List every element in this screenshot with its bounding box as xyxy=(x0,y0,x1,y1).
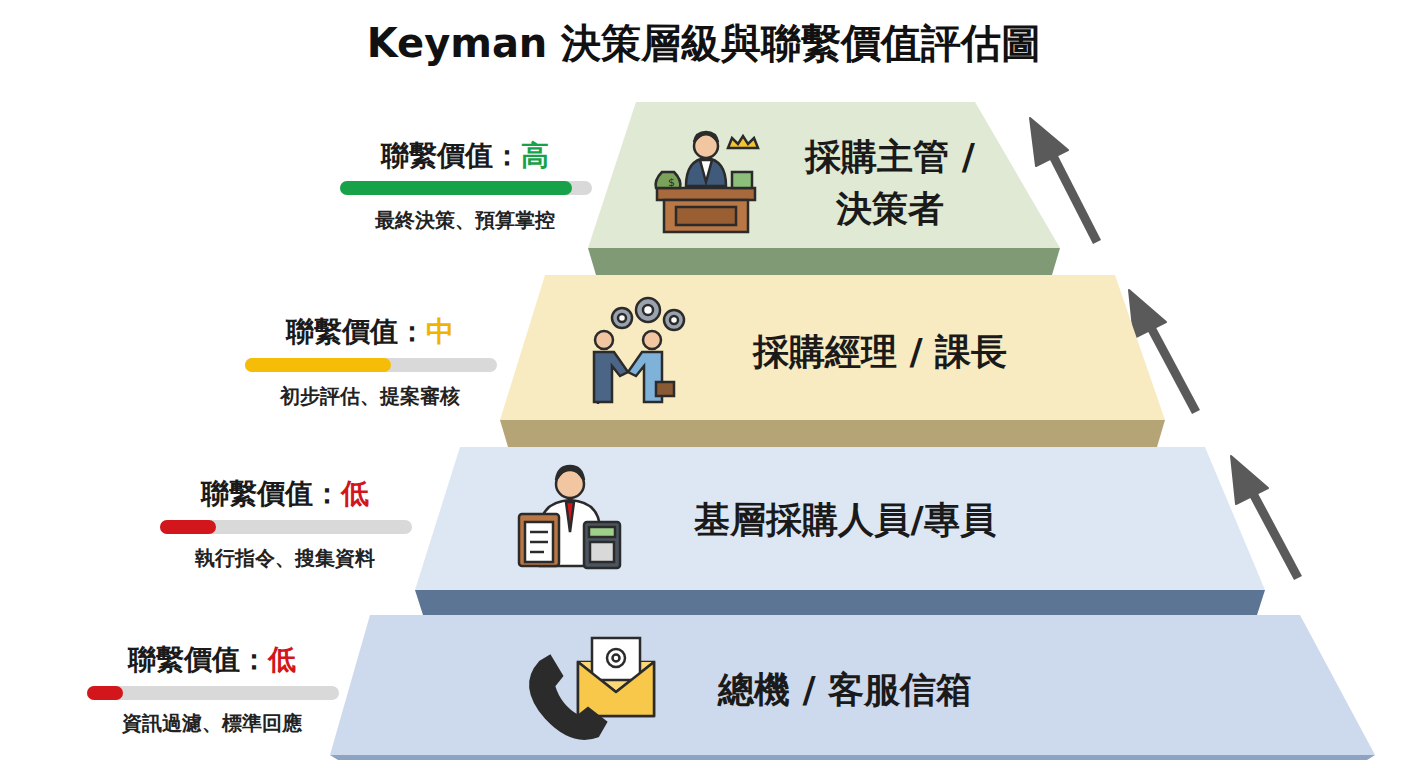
value-caption: 聯繫價值： xyxy=(128,643,268,676)
value-level: 低 xyxy=(268,643,296,676)
value-description: 執行指令、搜集資料 xyxy=(195,545,375,572)
band-face xyxy=(415,447,1265,590)
band-label: 採購經理 / 課長 xyxy=(670,326,1090,378)
svg-text:$: $ xyxy=(668,176,675,189)
value-heading: 聯繫價值：中 xyxy=(286,313,454,351)
value-level: 低 xyxy=(341,477,369,510)
value-heading: 聯繫價值：低 xyxy=(128,641,296,679)
value-caption: 聯繫價值： xyxy=(201,477,341,510)
value-heading: 聯繫價值：低 xyxy=(201,475,369,513)
band-shape xyxy=(588,102,1060,275)
value-level: 中 xyxy=(426,315,454,348)
band-edge xyxy=(415,590,1265,615)
value-level: 高 xyxy=(521,139,549,172)
value-description: 資訊過濾、標準回應 xyxy=(122,710,302,737)
band-label: 採購主管 / 決策者 xyxy=(790,131,990,235)
diagram-title: Keyman 決策層級與聯繫價值評估圖 xyxy=(0,16,1408,71)
band-face xyxy=(330,615,1375,755)
contact-icon xyxy=(530,638,654,739)
pyramid-band: 採購主管 / 決策者 xyxy=(588,102,1060,275)
band-edge xyxy=(500,420,1165,447)
pyramid-band: 採購經理 / 課長 xyxy=(500,275,1165,447)
band-edge xyxy=(588,248,1060,275)
band-face xyxy=(588,102,1060,248)
value-heading: 聯繫價值：高 xyxy=(381,137,549,175)
value-caption: 聯繫價值： xyxy=(381,139,521,172)
value-description: 最終決策、預算掌控 xyxy=(375,207,555,234)
band-label: 基層採購人員/專員 xyxy=(585,494,1105,546)
value-caption: 聯繫價值： xyxy=(286,315,426,348)
band-edge xyxy=(330,755,1375,760)
clerk-icon xyxy=(519,466,620,568)
band-face xyxy=(500,275,1165,420)
pyramid-band: 基層採購人員/專員 xyxy=(415,447,1265,615)
handshake-icon xyxy=(594,298,684,404)
band-label: 總機 / 客服信箱 xyxy=(585,664,1105,716)
executive-icon: $ xyxy=(656,132,758,232)
value-description: 初步評估、提案審核 xyxy=(280,383,460,410)
pyramid-band: 總機 / 客服信箱 xyxy=(330,615,1375,760)
